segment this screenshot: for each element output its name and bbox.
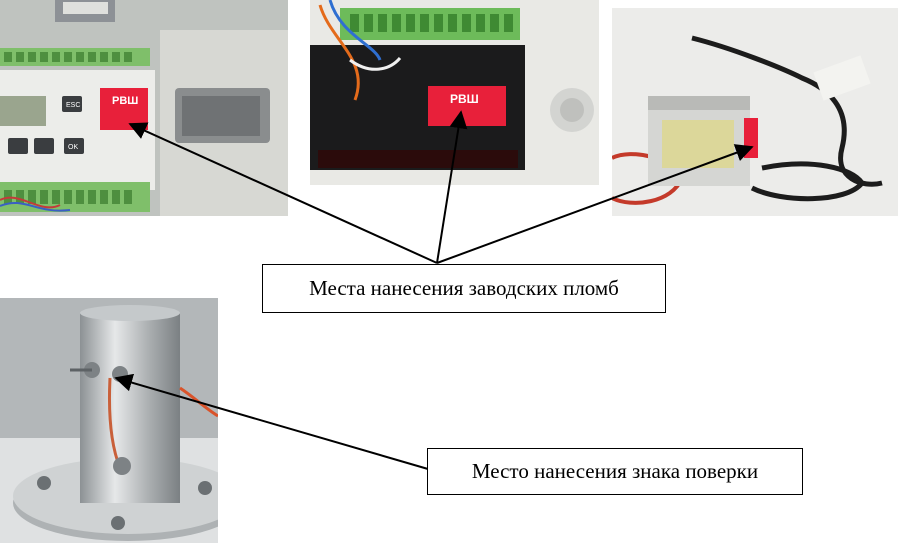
controller-illustration: ESC OK РВШ <box>0 0 288 216</box>
controller-sticker-text: РВШ <box>112 95 138 107</box>
controller-photo: ESC OK РВШ <box>0 0 288 216</box>
rvsh-sticker-text: РВШ <box>450 92 479 106</box>
arrow-to-rvsh-seal <box>436 110 468 264</box>
factory-seals-caption: Места нанесения заводских пломб <box>262 264 666 313</box>
arrow-to-controller-seal <box>128 122 438 264</box>
sensor-illustration <box>612 8 898 216</box>
flow-pipe-photo <box>0 298 218 543</box>
arrow-to-verification-mark <box>114 373 429 470</box>
ok-key-label: OK <box>68 144 78 151</box>
factory-seals-caption-text: Места нанесения заводских пломб <box>309 276 619 300</box>
arrow-to-sensor-seal <box>436 144 754 264</box>
pipe-illustration <box>0 298 218 543</box>
sensor-box-photo <box>612 8 898 216</box>
verification-mark-caption: Место нанесения знака поверки <box>427 448 803 495</box>
esc-key-label: ESC <box>66 102 80 109</box>
verification-mark-caption-text: Место нанесения знака поверки <box>471 459 759 483</box>
